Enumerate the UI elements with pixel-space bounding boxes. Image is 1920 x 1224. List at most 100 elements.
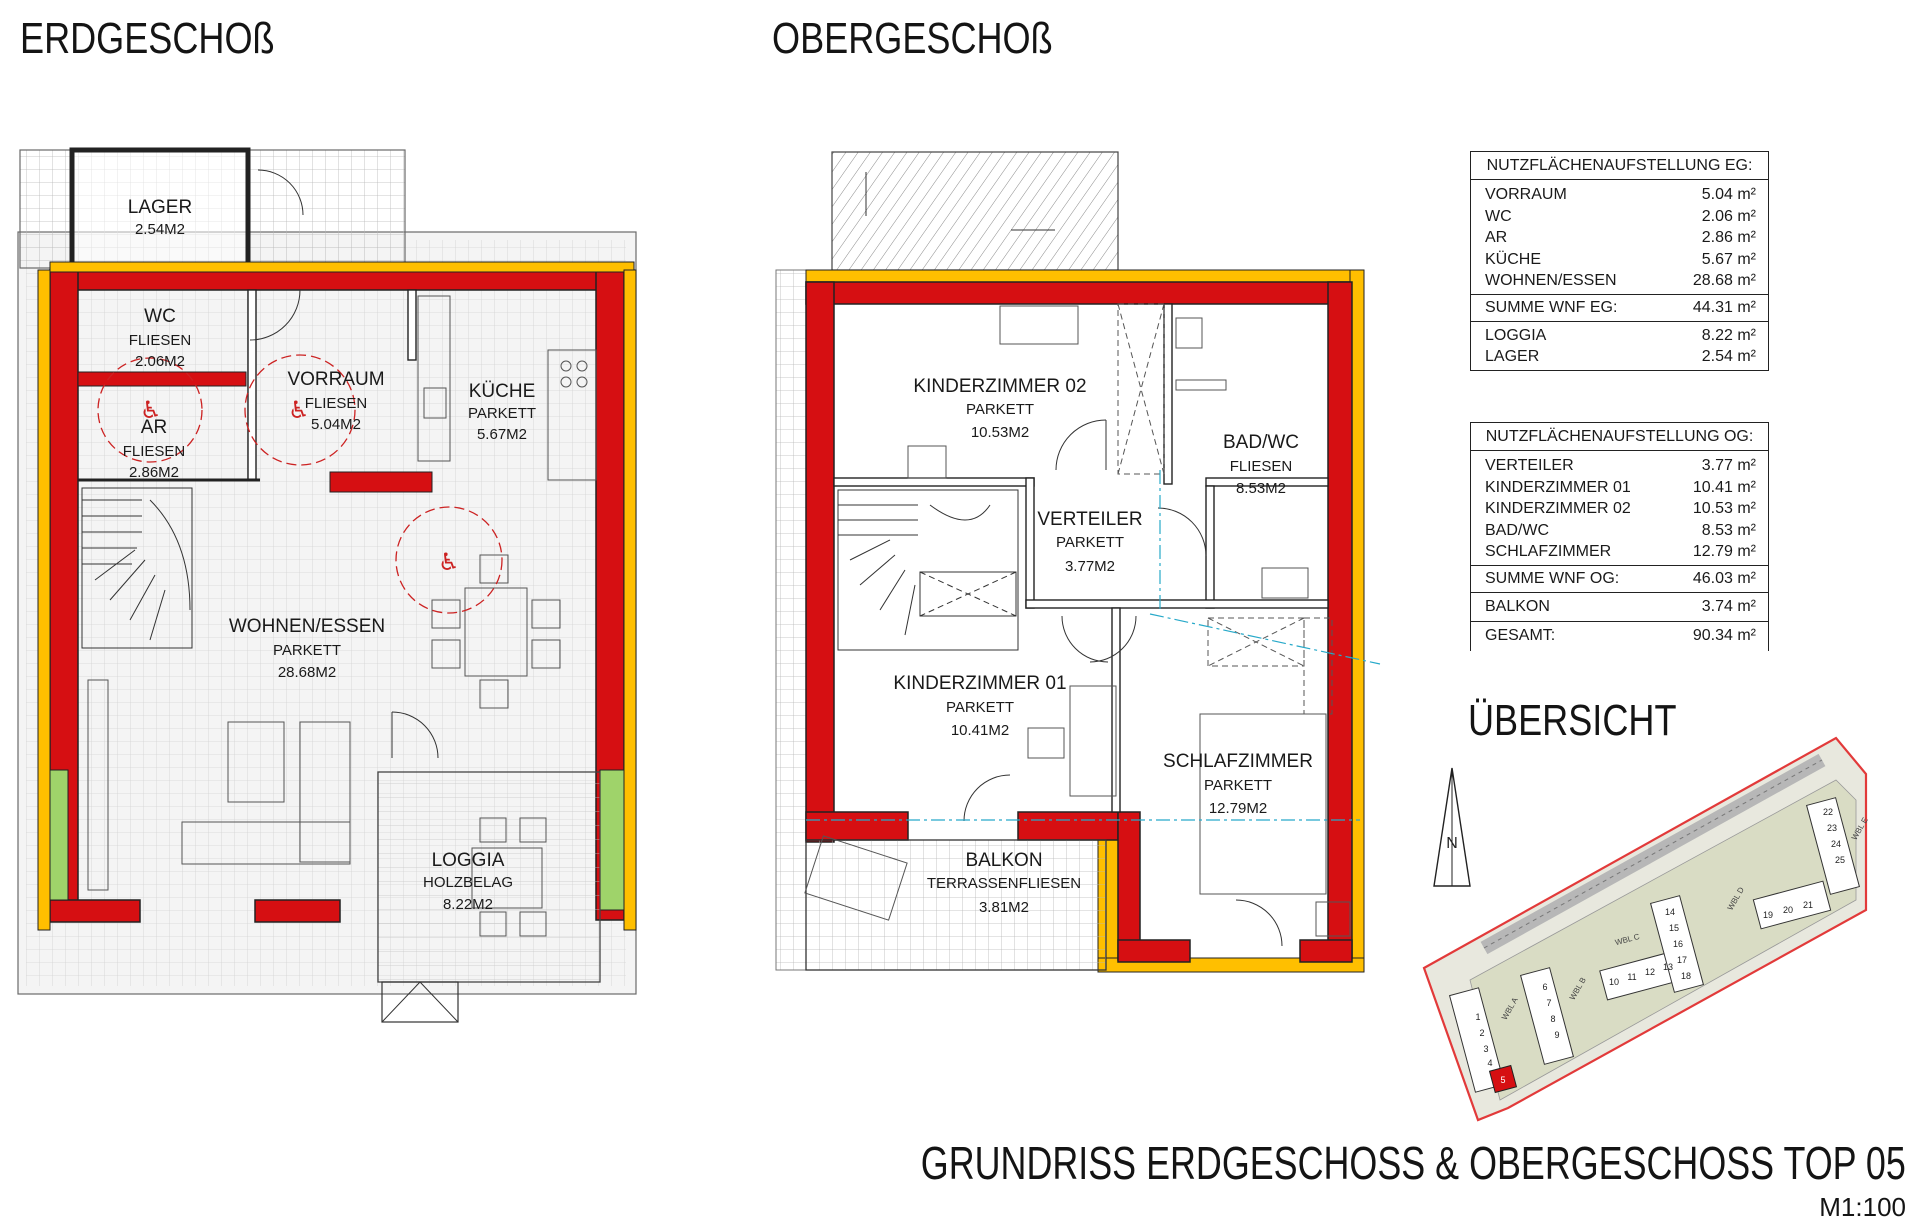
room-floor: FLIESEN (129, 332, 192, 349)
svg-text:18: 18 (1681, 971, 1691, 981)
room-area: 8.53M2 (1236, 480, 1286, 497)
svg-text:14: 14 (1665, 907, 1675, 917)
svg-text:5: 5 (1500, 1075, 1505, 1085)
svg-text:22: 22 (1823, 807, 1833, 817)
roof-area (831, 151, 1119, 271)
wheelchair-icon: ♿ (140, 396, 162, 424)
svg-text:9: 9 (1554, 1030, 1559, 1040)
room-floor: PARKETT (273, 642, 341, 659)
area-table-eg-title: NUTZFLÄCHENAUFSTELLUNG EG: (1471, 152, 1768, 180)
room-area: 2.54M2 (135, 221, 185, 238)
svg-text:13: 13 (1663, 962, 1673, 972)
upper-wall-west (805, 281, 835, 843)
ground-floor-plan: ♿ ♿ ♿ (17, 147, 637, 1023)
svg-text:16: 16 (1673, 939, 1683, 949)
room-name: VERTEILER (1037, 509, 1142, 530)
upper-floor-plan (775, 151, 1381, 973)
room-area: 3.77M2 (1065, 558, 1115, 575)
living-sofa (87, 679, 351, 891)
area-table-og-title: NUTZFLÄCHENAUFSTELLUNG OG: (1471, 423, 1768, 451)
room-area: 3.81M2 (979, 899, 1029, 916)
room-area: 12.79M2 (1209, 800, 1267, 817)
svg-text:25: 25 (1835, 855, 1845, 865)
svg-text:1: 1 (1475, 1012, 1480, 1022)
upper-floor-heading: OBERGESCHOß (772, 14, 1053, 63)
drawing-scale: M1:100 (1819, 1192, 1906, 1222)
upper-floor-labels: KINDERZIMMER 02 PARKETT 10.53M2 BAD/WC F… (893, 376, 1313, 916)
drawing-title: GRUNDRISS ERDGESCHOSS & OBERGESCHOSS TOP… (921, 1137, 1906, 1189)
room-floor: HOLZBELAG (423, 874, 513, 891)
room-floor: PARKETT (946, 699, 1014, 716)
svg-text:20: 20 (1783, 905, 1793, 915)
room-name: AR (141, 417, 167, 438)
svg-text:11: 11 (1627, 972, 1636, 982)
ground-wall-north (49, 269, 635, 291)
room-name: WOHNEN/ESSEN (229, 616, 385, 637)
table-sum-row: SUMME WNF OG:46.03 m² (1471, 564, 1768, 593)
room-floor: PARKETT (468, 405, 536, 422)
room-name: WC (144, 306, 176, 327)
room-area: 8.22M2 (443, 896, 493, 913)
svg-text:19: 19 (1763, 910, 1773, 920)
svg-text:15: 15 (1669, 923, 1679, 933)
balkon-area (805, 839, 1107, 971)
room-area: 10.53M2 (971, 424, 1029, 441)
room-area: 2.06M2 (135, 353, 185, 370)
table-total-row: GESAMT:90.34 m² (1471, 621, 1768, 649)
svg-text:10: 10 (1609, 977, 1619, 987)
room-floor: FLIESEN (305, 395, 368, 412)
room-name: VORRAUM (287, 369, 384, 390)
svg-text:6: 6 (1542, 982, 1547, 992)
top05-highlight (1488, 1064, 1518, 1094)
room-floor: PARKETT (966, 401, 1034, 418)
room-floor: PARKETT (1056, 534, 1124, 551)
north-arrow-icon: N (1433, 767, 1471, 887)
svg-text:21: 21 (1803, 900, 1813, 910)
room-area: 28.68M2 (278, 664, 336, 681)
svg-text:2: 2 (1479, 1028, 1484, 1038)
svg-text:7: 7 (1546, 998, 1551, 1008)
upper-wall-north (805, 281, 1351, 305)
svg-text:3: 3 (1483, 1044, 1488, 1054)
room-floor: TERRASSENFLIESEN (927, 875, 1081, 892)
room-area: 5.04M2 (311, 416, 361, 433)
wheelchair-icon: ♿ (438, 548, 460, 576)
svg-text:12: 12 (1645, 967, 1655, 977)
room-name: KINDERZIMMER 02 (913, 376, 1086, 397)
room-name: BAD/WC (1223, 432, 1299, 453)
svg-text:N: N (1446, 835, 1458, 852)
svg-text:4: 4 (1487, 1058, 1492, 1068)
ground-staircase (81, 487, 193, 649)
room-floor: FLIESEN (1230, 458, 1293, 475)
svg-text:8: 8 (1550, 1014, 1555, 1024)
svg-text:17: 17 (1677, 955, 1687, 965)
overview-heading: ÜBERSICHT (1468, 696, 1677, 745)
loggia-area (377, 771, 601, 983)
room-name: KÜCHE (469, 381, 536, 402)
room-name: KINDERZIMMER 01 (893, 673, 1066, 694)
table-sum-row: SUMME WNF EG:44.31 m² (1471, 293, 1768, 322)
room-name: SCHLAFZIMMER (1163, 751, 1313, 772)
room-name: LAGER (128, 197, 192, 218)
ground-floor-heading: ERDGESCHOß (20, 14, 275, 63)
upper-staircase (837, 489, 1019, 651)
room-area: 2.86M2 (129, 464, 179, 481)
accessibility-circles (97, 354, 503, 614)
wheelchair-icon: ♿ (288, 396, 310, 424)
ground-floor-labels: LAGER 2.54M2 WC FLIESEN 2.06M2 AR FLIESE… (123, 197, 536, 913)
